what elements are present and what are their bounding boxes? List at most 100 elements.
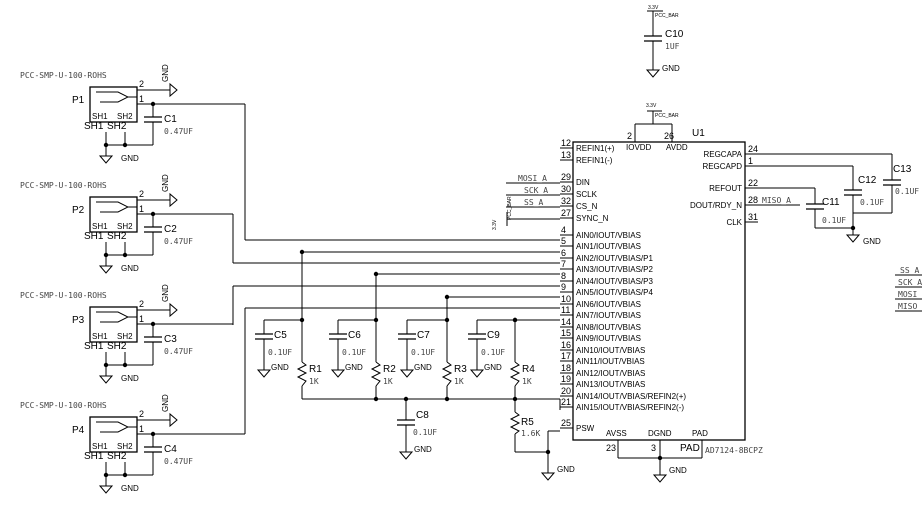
connector-pin-b: 1 bbox=[139, 424, 144, 434]
connector-sh1-label: SH1 bbox=[92, 442, 108, 451]
connector-cap-val: 0.47UF bbox=[164, 347, 193, 356]
resistor-ref: R4 bbox=[522, 364, 535, 375]
u1-pin-num-4: 4 bbox=[561, 225, 566, 235]
u1-pin-num-8: 8 bbox=[561, 271, 566, 281]
u1-pin-num-1: 1 bbox=[748, 156, 753, 166]
u1-pin-name-28: DOUT/RDY_N bbox=[690, 201, 742, 210]
u1-pin-num-13: 13 bbox=[561, 150, 571, 160]
resistor-val: 1K bbox=[309, 377, 319, 386]
u1-pin-num-21: 21 bbox=[561, 397, 571, 407]
c8-gnd: GND bbox=[414, 445, 432, 454]
c10-supply-label: 3.3V bbox=[648, 5, 659, 11]
connector-ref: P2 bbox=[72, 205, 85, 216]
connector-gnd-b: GND bbox=[121, 374, 139, 383]
sync-supply-net: PCC_BAR bbox=[507, 196, 513, 220]
u1-pin-3-num: 3 bbox=[651, 443, 656, 453]
u1-pin-name-10: AIN6/IOUT/VBIAS bbox=[576, 300, 641, 309]
reg-gnd: GND bbox=[863, 237, 881, 246]
analog-network: C50.1UFGNDC60.1UFGNDC70.1UFGNDC90.1UFGND… bbox=[232, 104, 575, 481]
u1-pin-num-24: 24 bbox=[748, 144, 758, 154]
r5-val: 1.6K bbox=[521, 429, 540, 438]
u1-pin-num-7: 7 bbox=[561, 259, 566, 269]
u1-supply: 3.3V PCC_BAR bbox=[634, 103, 679, 142]
offpage-miso: MISO bbox=[898, 302, 917, 311]
u1-pin-name-14: AIN8/IOUT/VBIAS bbox=[576, 323, 641, 332]
u1-pin-dgnd: DGND bbox=[648, 429, 672, 438]
u1-part: AD7124-8BCPZ bbox=[705, 446, 763, 455]
u1-pin-name-20: AIN14/IOUT/VBIAS/REFIN2(+) bbox=[576, 392, 686, 401]
u1-pin-name-12: REFIN1(+) bbox=[576, 144, 615, 153]
c12-val: 0.1UF bbox=[860, 198, 884, 207]
connector-sh2-label: SH2 bbox=[117, 332, 133, 341]
u1-pin-name-25: PSW bbox=[576, 424, 595, 433]
c13-ref: C13 bbox=[893, 164, 912, 175]
mosi-net: MOSI_A bbox=[518, 174, 547, 183]
connector-pin-b: 1 bbox=[139, 314, 144, 324]
u1-pin-avdd: AVDD bbox=[666, 143, 688, 152]
resistor-ref: R1 bbox=[309, 364, 322, 375]
connector-gnd-a: GND bbox=[161, 64, 170, 82]
u1-pin-name-5: AIN1/IOUT/VBIAS bbox=[576, 242, 641, 251]
ss-net: SS_A bbox=[524, 198, 543, 207]
c10-val: 1UF bbox=[665, 42, 680, 51]
u1-pin-num-18: 18 bbox=[561, 363, 571, 373]
u1-pin-avss: AVSS bbox=[606, 429, 627, 438]
u1-pin-name-18: AIN12/IOUT/VBIAS bbox=[576, 369, 645, 378]
u1-pin-num-11: 11 bbox=[561, 305, 570, 315]
u1-pin-name-32: CS_N bbox=[576, 202, 598, 211]
resistor-ref: R2 bbox=[383, 364, 396, 375]
u1-pin-num-25: 25 bbox=[561, 418, 571, 428]
u1-pin-num-14: 14 bbox=[561, 317, 571, 327]
connector-part: PCC-SMP-U-100-ROHS bbox=[20, 181, 107, 190]
cap-val: 0.1UF bbox=[481, 348, 505, 357]
u1-pin-name-29: DIN bbox=[576, 178, 590, 187]
reg-caps: C13 0.1UF C12 0.1UF C11 0.1UF GND bbox=[745, 153, 919, 246]
offpage-connectors: SS_A SCK_A MOSI MISO bbox=[895, 266, 922, 312]
u1-pin-name-24: REGCAPA bbox=[703, 150, 742, 159]
u1-left-pins: 12REFIN1(+)13REFIN1(-)29DIN30SCLK32CS_N2… bbox=[560, 138, 686, 433]
cap-val: 0.1UF bbox=[268, 348, 292, 357]
connector-cap-val: 0.47UF bbox=[164, 457, 193, 466]
connector-cap-ref: C1 bbox=[164, 114, 177, 125]
u1-pin-num-22: 22 bbox=[748, 178, 758, 188]
connector-sh1-label: SH1 bbox=[92, 332, 108, 341]
r5-gnd: GND bbox=[557, 465, 575, 474]
connector-cap-ref: C4 bbox=[164, 444, 177, 455]
c8-ref: C8 bbox=[416, 410, 429, 421]
connector-gnd-a: GND bbox=[161, 394, 170, 412]
connector-part: PCC-SMP-U-100-ROHS bbox=[20, 71, 107, 80]
u1-ic: U1 2 IOVDD 26 AVDD 12REFIN1(+)13REFIN1(-… bbox=[560, 128, 763, 483]
resistor-ref: R3 bbox=[454, 364, 467, 375]
u1-pin-23-num: 23 bbox=[606, 443, 616, 453]
u1-pin-name-6: AIN2/IOUT/VBIAS/P1 bbox=[576, 254, 653, 263]
connector-cap-val: 0.47UF bbox=[164, 237, 193, 246]
c11-val: 0.1UF bbox=[822, 216, 846, 225]
cap-gnd: GND bbox=[345, 363, 363, 372]
u1-pin-name-22: REFOUT bbox=[709, 184, 742, 193]
u1-supply-net: PCC_BAR bbox=[655, 113, 679, 119]
u1-pin-num-9: 9 bbox=[561, 282, 566, 292]
connector-gnd-b: GND bbox=[121, 264, 139, 273]
u1-pin-name-8: AIN4/IOUT/VBIAS/P3 bbox=[576, 277, 653, 286]
u1-pin-num-30: 30 bbox=[561, 184, 571, 194]
u1-pin-name-30: SCLK bbox=[576, 190, 598, 199]
u1-pin-num-20: 20 bbox=[561, 386, 571, 396]
u1-pin-num-29: 29 bbox=[561, 172, 571, 182]
u1-pin-name-17: AIN11/IOUT/VBIAS bbox=[576, 357, 645, 366]
u1-pin-num-12: 12 bbox=[561, 138, 571, 148]
connector-sh1-label: SH1 bbox=[92, 222, 108, 231]
c10-group: 3.3V PCC_BAR C10 1UF GND bbox=[644, 5, 684, 78]
connector-sh1-label: SH1 bbox=[92, 112, 108, 121]
u1-body bbox=[572, 141, 746, 441]
u1-pin-name-15: AIN9/IOUT/VBIAS bbox=[576, 334, 641, 343]
connector-sh1: SH1 bbox=[84, 341, 104, 352]
resistor-val: 1K bbox=[383, 377, 393, 386]
